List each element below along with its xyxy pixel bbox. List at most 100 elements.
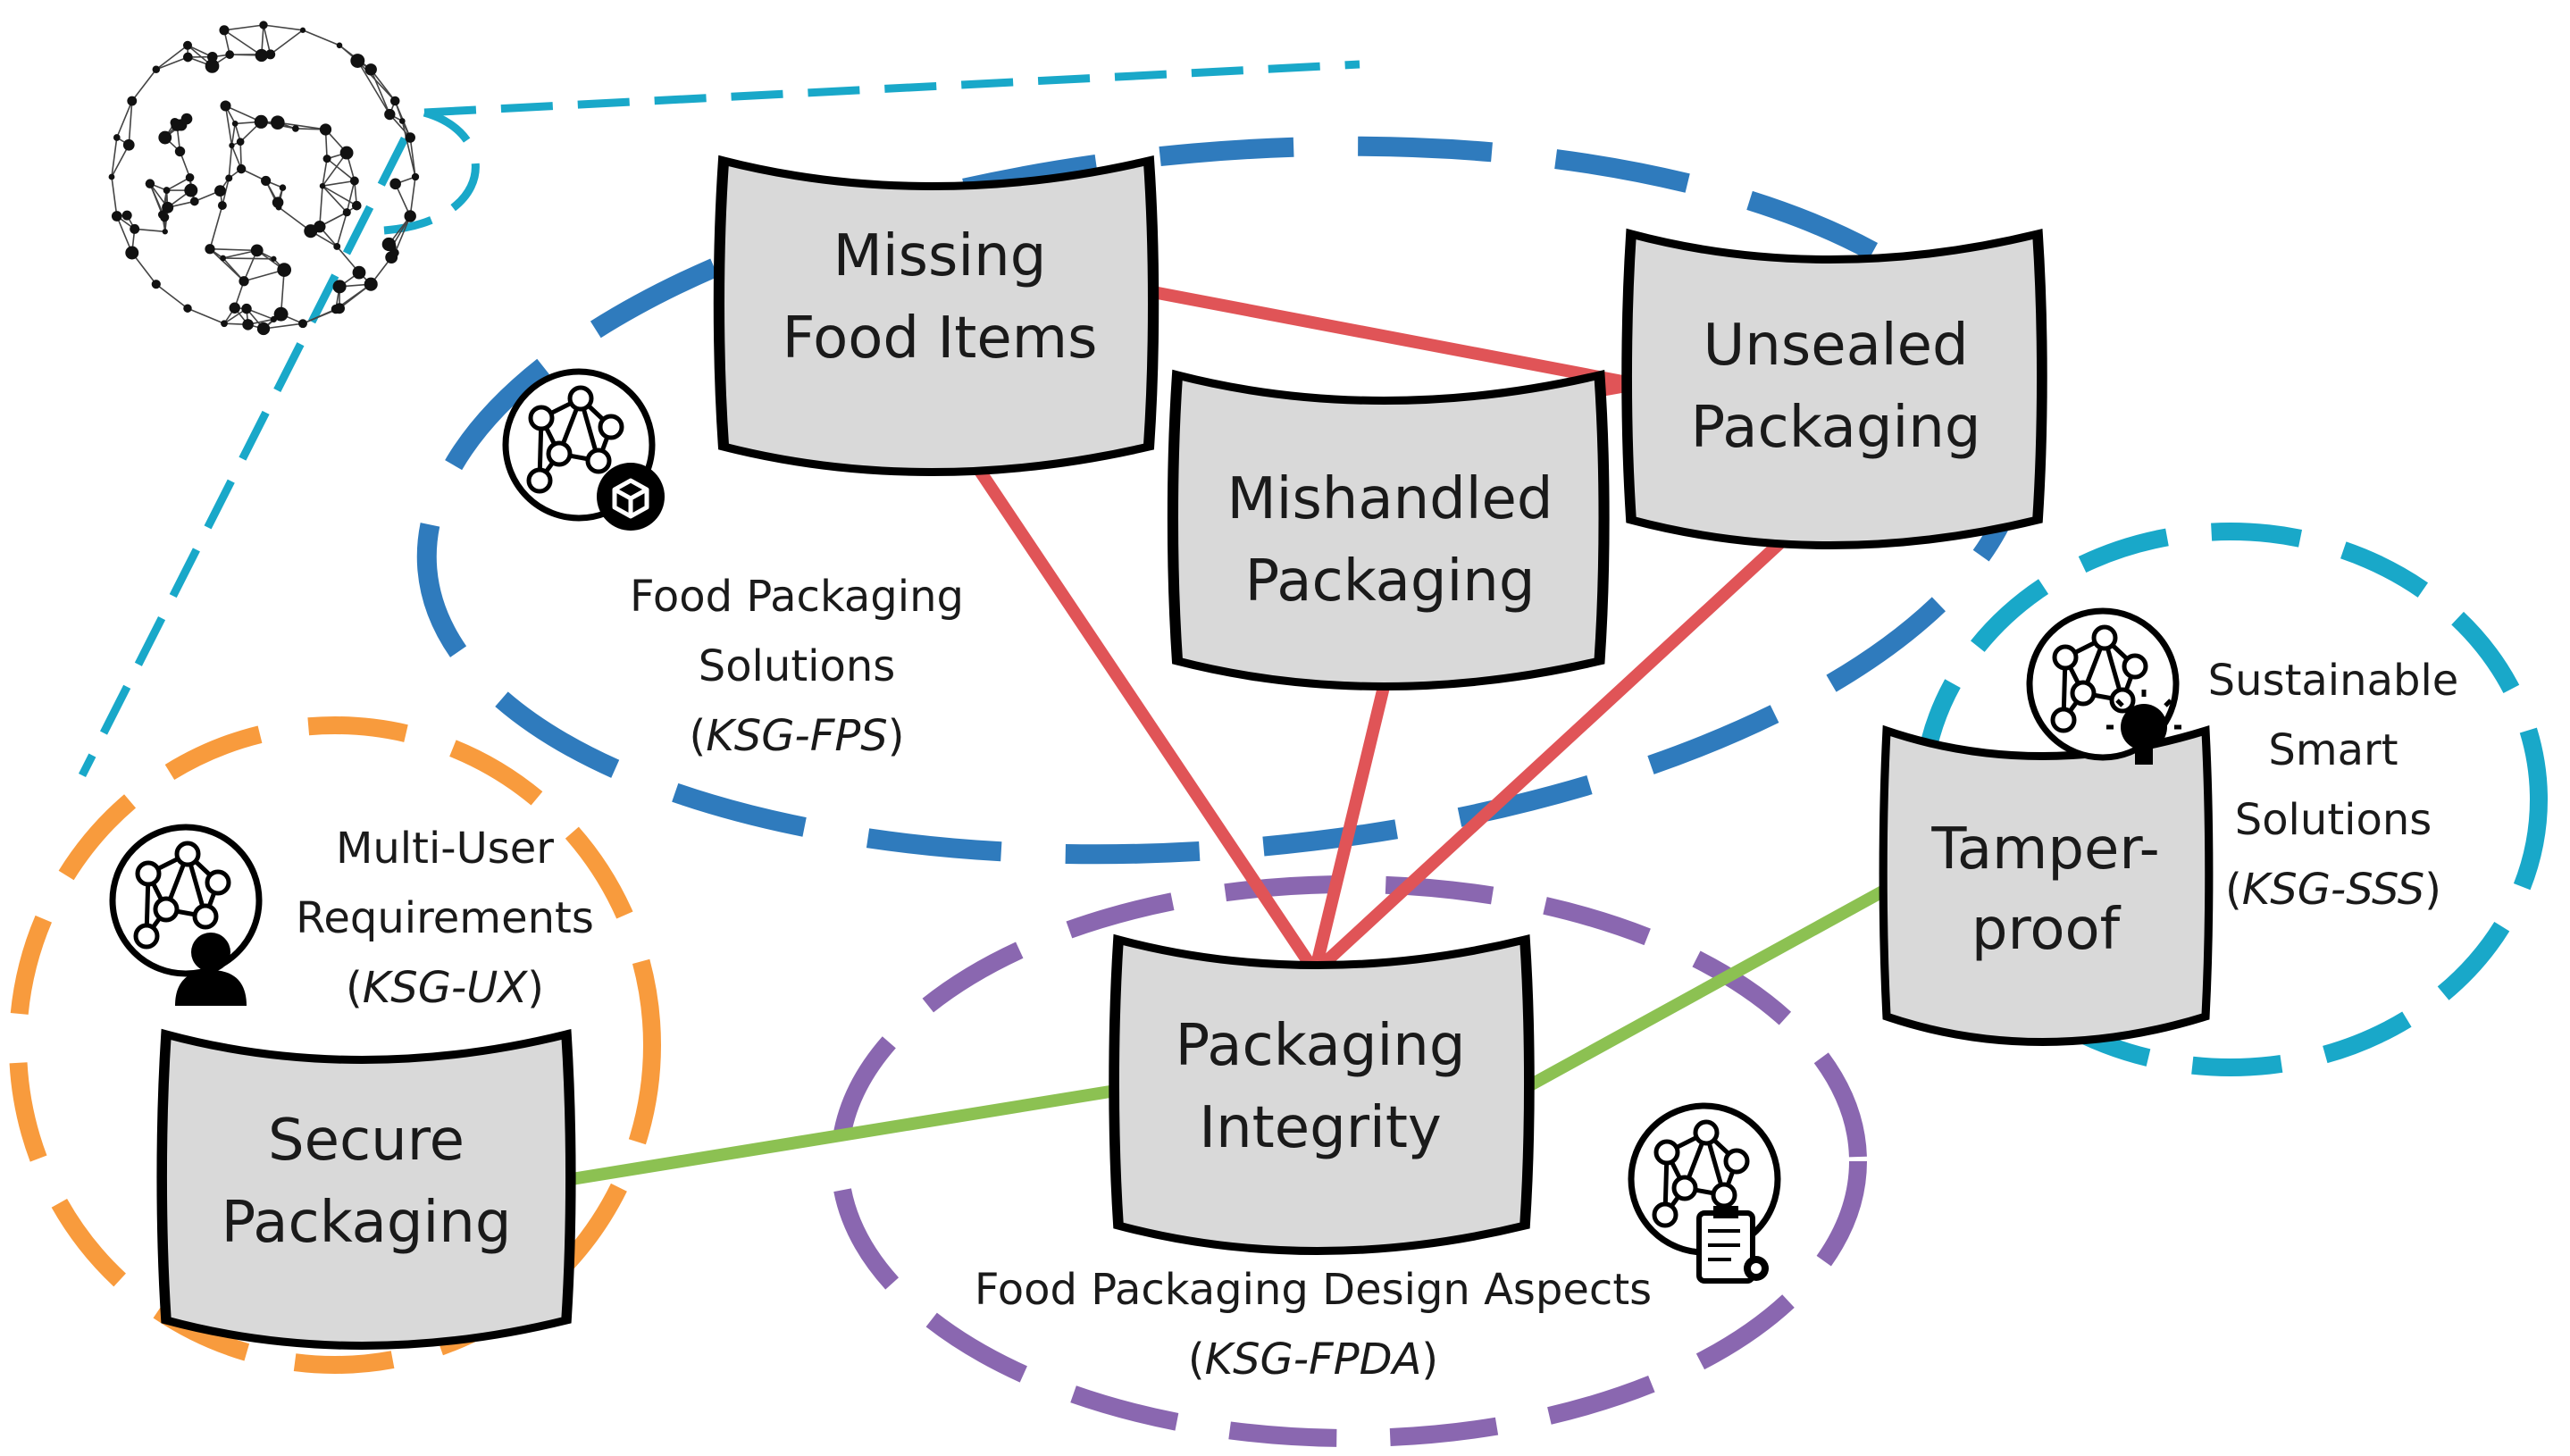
globe-node [350, 54, 365, 68]
globe-node [319, 123, 332, 136]
globe-node [333, 243, 341, 250]
globe-node [219, 25, 230, 36]
globe-node [160, 213, 170, 222]
globe-node [241, 303, 252, 314]
globe-node [364, 277, 378, 291]
globe-edge [223, 24, 264, 31]
globe-node [411, 172, 420, 181]
globe-node [271, 255, 277, 262]
globe-edge [116, 100, 133, 138]
globe-node [221, 320, 228, 328]
node-tamper-line2: proof [1971, 897, 2122, 963]
globe-node [130, 223, 140, 234]
globe-node [254, 114, 268, 129]
group-fps-line1: Food Packaging [630, 572, 964, 622]
globe-node [151, 280, 161, 289]
globe-edge [263, 24, 272, 55]
globe-node [163, 187, 171, 194]
globe-edge [401, 121, 416, 178]
globe-node [298, 319, 307, 329]
globe-node [121, 210, 132, 221]
globe-edge [222, 257, 274, 260]
globe-node [229, 142, 235, 149]
globe-node [384, 108, 396, 121]
edge-mishandled-integrity [1309, 655, 1396, 978]
network-clipboard-icon [1628, 1102, 1781, 1284]
globe-edge [228, 145, 233, 179]
globe-node [299, 27, 306, 33]
globe-node [342, 208, 351, 217]
mini-net-node [174, 841, 201, 867]
globe-node [231, 121, 239, 127]
globe-edge [209, 205, 223, 249]
group-fpda-code: (KSG-FPDA) [1188, 1335, 1438, 1385]
globe-node [405, 132, 415, 143]
globe-node [364, 63, 377, 76]
globe-connector [78, 60, 1360, 778]
globe-node [319, 182, 326, 189]
mini-net-node [135, 860, 162, 887]
globe-edge [128, 100, 133, 146]
mini-net-node [153, 896, 180, 923]
mini-net-node [2122, 653, 2148, 680]
globe-edge [131, 69, 157, 102]
edge-integrity-tamper [1512, 878, 1902, 1098]
globe-node [158, 130, 172, 145]
group-ux-code: (KSG-UX) [346, 963, 544, 1013]
globe-node [225, 174, 233, 182]
globe-edge [322, 180, 355, 187]
node-unsealed-line1: Unsealed [1703, 313, 1968, 379]
globe-edge [263, 24, 304, 31]
mini-net-node [528, 405, 555, 431]
globe-edge [155, 56, 188, 71]
globe-edge [224, 105, 233, 146]
mini-net-node [133, 923, 160, 950]
globe-node [182, 52, 193, 63]
globe-edge [223, 29, 263, 56]
globe-node [180, 113, 193, 125]
node-unsealed-packaging[interactable] [1627, 234, 2042, 546]
globe-node [349, 176, 359, 186]
globe-edge [155, 45, 188, 71]
node-integrity-line1: Packaging [1176, 1013, 1466, 1079]
group-sss-line2: Smart [2268, 725, 2398, 775]
globe-node [152, 65, 161, 74]
globe-node [236, 163, 247, 174]
globe-node [183, 304, 192, 313]
globe-edge [409, 176, 416, 217]
node-tamper-proof[interactable] [1883, 731, 2209, 1042]
globe-edge [111, 144, 130, 178]
globe-edge [111, 137, 118, 178]
globe-edge [319, 186, 323, 227]
node-missing-line2: Food Items [783, 305, 1098, 372]
group-sss-line1: Sustainable [2208, 656, 2459, 706]
globe-node [220, 255, 227, 262]
globe-edge [222, 257, 245, 282]
globe-node [265, 49, 276, 60]
globe-node [108, 173, 115, 180]
globe-node [259, 21, 268, 29]
globe-node [127, 96, 138, 106]
globe-edge [270, 29, 304, 55]
globe-node [145, 179, 155, 188]
globe-edge [209, 247, 257, 252]
globe-node [390, 248, 399, 257]
globe-node [352, 200, 362, 211]
globe-edge [263, 322, 304, 330]
group-fps-code: (KSG-FPS) [690, 711, 905, 761]
globe-edge [187, 307, 225, 324]
globe-node [389, 178, 401, 190]
group-sss-code: (KSG-SSS) [2225, 865, 2441, 915]
globe-node [236, 138, 245, 146]
globe-node [229, 302, 240, 314]
globe-edge [322, 158, 328, 187]
mini-net-node [1711, 1182, 1737, 1209]
globe-node [271, 115, 285, 130]
edge-missing-unsealed [1151, 287, 1643, 390]
group-fpda-line1: Food Packaging Design Aspects [975, 1265, 1652, 1315]
mini-net-node [567, 385, 594, 412]
globe-node [122, 138, 135, 151]
globe-edge [322, 152, 347, 187]
globe-node [398, 118, 406, 124]
globe-node [336, 42, 343, 49]
